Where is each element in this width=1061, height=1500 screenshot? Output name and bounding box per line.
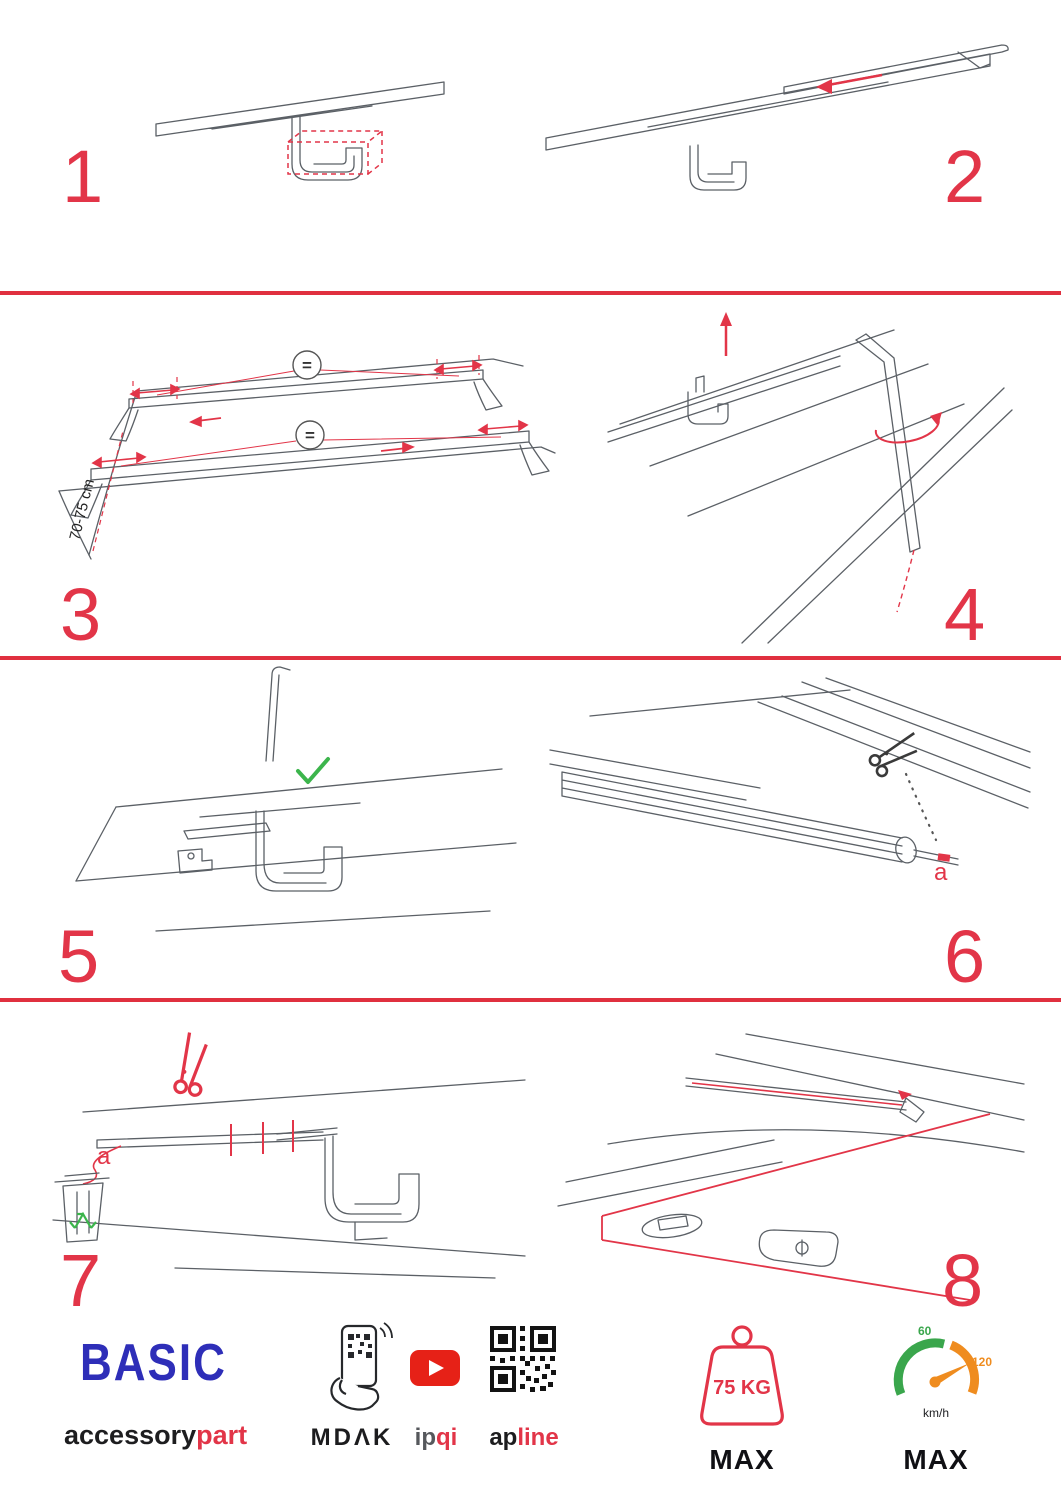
speed-max-label: MAX bbox=[903, 1444, 969, 1475]
scissors-icon bbox=[173, 1032, 208, 1097]
trash-icon bbox=[54, 1172, 110, 1243]
step-7-number: 7 bbox=[60, 1239, 102, 1322]
svg-text:=: = bbox=[305, 426, 315, 445]
cut-marks bbox=[230, 1120, 294, 1156]
cut-guide-dots bbox=[904, 772, 938, 842]
youtube-icon bbox=[410, 1350, 460, 1386]
qr-label: apline bbox=[478, 1424, 570, 1452]
speed-low: 60 bbox=[918, 1324, 932, 1338]
measure-arrows bbox=[91, 359, 529, 469]
speedometer-icon: 60 120 km/h bbox=[880, 1322, 992, 1426]
step-3-illustration: = = 70-75 cm bbox=[25, 303, 556, 575]
max-weight-icon: 75 KG bbox=[692, 1322, 792, 1434]
speed-unit: km/h bbox=[923, 1406, 949, 1420]
step-8-illustration bbox=[550, 1018, 1030, 1320]
scan-app-icon bbox=[310, 1322, 394, 1418]
brand-title: BASIC bbox=[80, 1334, 227, 1392]
video-label-red: qi bbox=[436, 1424, 458, 1451]
strip-end-red bbox=[937, 853, 951, 862]
small-arrow bbox=[898, 1090, 912, 1100]
step-2-illustration bbox=[528, 28, 1010, 208]
measure-ticks bbox=[92, 355, 480, 552]
qr-code-icon bbox=[490, 1326, 556, 1392]
section-divider bbox=[0, 998, 1061, 1002]
brand-subtitle-black: accessory bbox=[64, 1420, 197, 1450]
weight-value: 75 KG bbox=[713, 1377, 771, 1399]
step-3-number: 3 bbox=[60, 573, 102, 656]
callout-lines bbox=[601, 1113, 991, 1301]
measure-label: 70-75 cm bbox=[66, 477, 98, 542]
speed-high: 120 bbox=[972, 1355, 992, 1369]
app-label: MDΛK bbox=[310, 1424, 394, 1451]
step-6-illustration: a bbox=[549, 677, 1031, 946]
step-2-number: 2 bbox=[944, 135, 986, 218]
rotate-arrow-head bbox=[930, 412, 942, 426]
step-1-number: 1 bbox=[62, 135, 104, 218]
gauge-needle bbox=[933, 1363, 970, 1385]
step-1-illustration bbox=[142, 52, 462, 252]
recycle-icon bbox=[69, 1211, 97, 1229]
svg-text:=: = bbox=[302, 356, 312, 375]
step-6-number: 6 bbox=[944, 915, 986, 998]
qr-label-red: line bbox=[517, 1424, 559, 1451]
step-5-illustration bbox=[60, 663, 530, 945]
step-7-illustration: a bbox=[25, 1022, 535, 1280]
insert-arrow bbox=[720, 312, 732, 356]
highlight-dashed-box bbox=[287, 130, 385, 175]
rotate-arrow bbox=[874, 417, 940, 444]
discard-line bbox=[82, 1145, 122, 1185]
equal-guide-lines bbox=[120, 369, 502, 467]
step-5-number: 5 bbox=[58, 915, 100, 998]
section-divider bbox=[0, 291, 1061, 295]
qr-label-black: ap bbox=[489, 1424, 518, 1451]
step-4-number: 4 bbox=[944, 573, 986, 656]
equal-badge: = bbox=[292, 350, 322, 380]
weight-max-label: MAX bbox=[709, 1444, 775, 1475]
gasket-red-line bbox=[691, 1082, 903, 1106]
part-label-a: a bbox=[97, 1143, 111, 1170]
brand-subtitle-red: part bbox=[196, 1420, 248, 1450]
slide-arrow bbox=[816, 73, 883, 94]
section-divider bbox=[0, 656, 1061, 660]
tighten-guide bbox=[896, 549, 915, 613]
brand-subtitle: accessorypart bbox=[64, 1420, 247, 1451]
part-label-a: a bbox=[934, 859, 948, 886]
video-label-gray: ip bbox=[414, 1424, 436, 1451]
step-8-number: 8 bbox=[942, 1239, 984, 1322]
step-4-illustration bbox=[592, 298, 1013, 644]
video-label: ipqi bbox=[403, 1424, 469, 1452]
check-icon bbox=[296, 757, 330, 784]
equal-badge: = bbox=[295, 420, 325, 450]
scissors-icon bbox=[868, 732, 918, 778]
